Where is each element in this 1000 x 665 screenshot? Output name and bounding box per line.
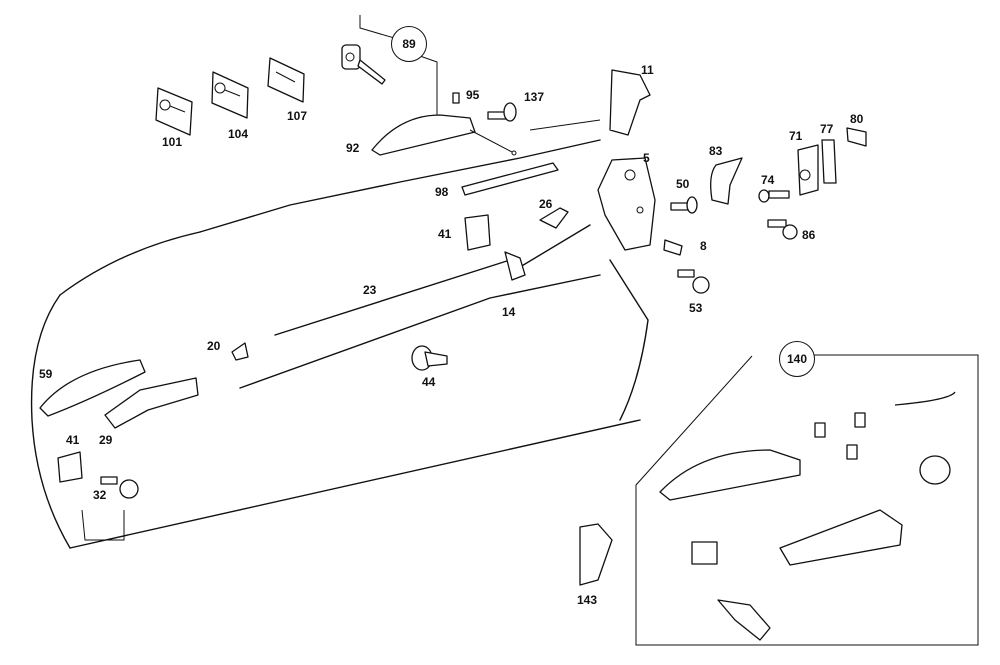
callout-89: 89 [391, 26, 427, 62]
callout-20: 20 [207, 339, 221, 353]
key-tag-104 [211, 71, 249, 119]
spring-95 [452, 92, 460, 104]
screw-32 [100, 476, 139, 499]
lock-5 [597, 157, 656, 251]
key-tag-101 [155, 87, 193, 136]
callout-101: 101 [162, 135, 183, 149]
inner-handle-59 [39, 359, 146, 417]
screw-50 [670, 196, 698, 214]
screw-86 [767, 219, 798, 240]
callout-98: 98 [435, 185, 449, 199]
rod-14 [239, 274, 601, 389]
callout-71: 71 [789, 129, 803, 143]
kit-cable-tie [894, 391, 956, 406]
callout-95: 95 [466, 88, 480, 102]
bracket-143 [579, 523, 613, 586]
key-tag-107 [267, 57, 305, 103]
callout-32: 32 [93, 488, 107, 502]
callout-74: 74 [761, 173, 775, 187]
door-panel [30, 119, 649, 549]
clip-41-upper [464, 214, 491, 251]
kit-outer-handle [659, 449, 801, 501]
trim-98 [461, 162, 559, 196]
screw-74 [758, 189, 790, 203]
callout-104: 104 [228, 127, 249, 141]
screw-53 [677, 269, 710, 294]
bracket-20 [231, 342, 249, 361]
callout-23: 23 [363, 283, 377, 297]
clip-44 [411, 345, 448, 371]
callout-86: 86 [802, 228, 816, 242]
callout-14: 14 [502, 305, 516, 319]
callout-140: 140 [779, 341, 815, 377]
kit-lock-barrel [717, 599, 771, 641]
callout-59: 59 [39, 367, 53, 381]
callout-77: 77 [820, 122, 834, 136]
kit-keys [814, 412, 866, 460]
bracket-83 [710, 157, 743, 205]
rod-23 [274, 224, 591, 336]
clip-8 [663, 239, 683, 256]
clip-41-lower [57, 451, 83, 483]
callout-143: 143 [577, 593, 598, 607]
callout-44: 44 [422, 375, 436, 389]
bracket-26 [539, 207, 569, 229]
bracket-11 [609, 69, 651, 136]
outer-handle-92 [371, 114, 517, 156]
callout-137: 137 [524, 90, 545, 104]
callout-83: 83 [709, 144, 723, 158]
key-89 [341, 44, 386, 85]
lever-29 [104, 377, 199, 429]
callout-8: 8 [700, 239, 707, 253]
callout-29: 29 [99, 433, 113, 447]
callout-11: 11 [641, 63, 654, 77]
striker-71 [797, 144, 819, 196]
callout-41-lower: 41 [66, 433, 80, 447]
plate-80 [846, 127, 867, 147]
callout-107: 107 [287, 109, 308, 123]
kit-140-box [635, 354, 979, 646]
callout-26: 26 [539, 197, 553, 211]
screw-137 [487, 102, 517, 122]
callout-50: 50 [676, 177, 690, 191]
callout-53: 53 [689, 301, 703, 315]
shim-77 [821, 139, 837, 184]
kit-lock-cylinder [919, 455, 951, 485]
kit-handle-grip [779, 509, 903, 566]
callout-92: 92 [346, 141, 360, 155]
callout-80: 80 [850, 112, 864, 126]
kit-clip [691, 541, 718, 565]
callout-41-upper: 41 [438, 227, 452, 241]
callout-5: 5 [643, 151, 650, 165]
